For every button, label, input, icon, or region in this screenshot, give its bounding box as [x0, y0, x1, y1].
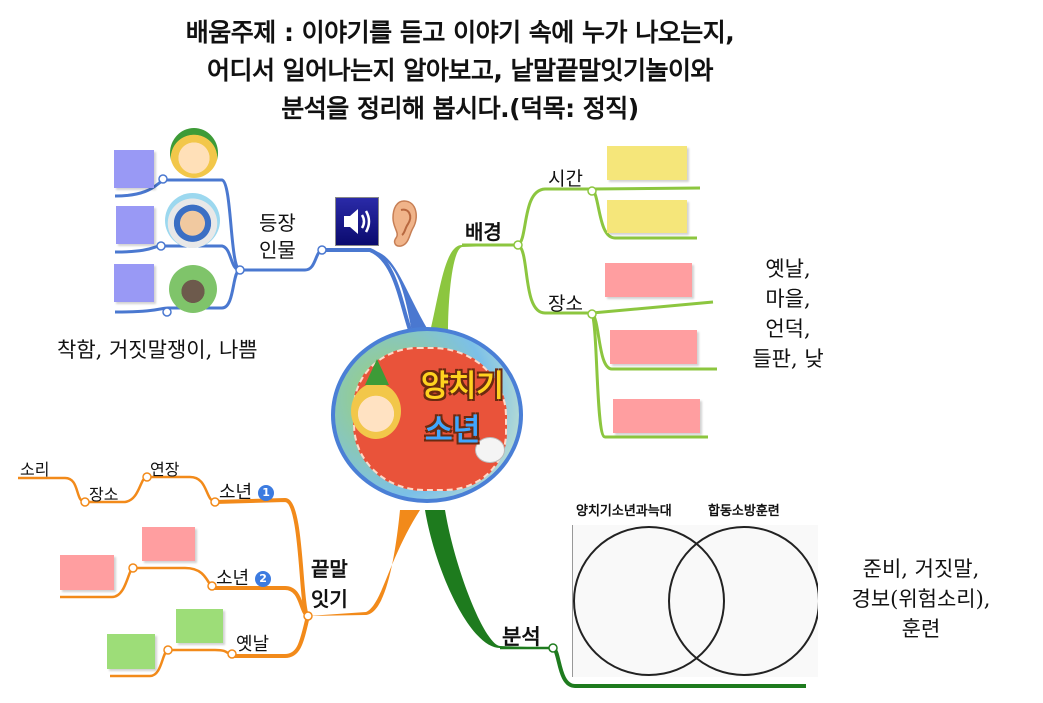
character-answer-box-3[interactable] [114, 264, 154, 302]
background-answer-2: 마을, [765, 287, 811, 311]
sheep-cartoon [475, 437, 505, 463]
chain-1-start-text: 소년 [219, 482, 253, 503]
character-answer-box-1[interactable] [114, 150, 154, 188]
venn-diagram-area [572, 525, 820, 677]
wordchain-label: 끝말 잇기 [311, 554, 348, 614]
shepherd-hat [365, 359, 389, 385]
background-answers: 옛날, 마을, 언덕, 들판, 낮 [748, 254, 828, 374]
number-badge-2: 2 [255, 571, 272, 587]
chain-2-answer-box-2[interactable] [60, 555, 114, 590]
character-answer-box-2[interactable] [116, 206, 154, 244]
chain-1-word-1: 연장 [150, 460, 180, 479]
time-answer-box-1[interactable] [607, 146, 687, 180]
center-topic-image: 양치기 소년 [331, 327, 523, 503]
venn-left-label: 양치기소년과늑대 [576, 504, 672, 519]
background-answer-3: 언덕, [765, 317, 811, 341]
chain-1-word-2: 장소 [89, 485, 119, 504]
chain-2-start-text: 소년 [216, 568, 250, 589]
title-line-3: 분석을 정리해 봅시다.(덕목: 정직) [281, 94, 639, 123]
chain-3-start-word: 옛날 [236, 634, 270, 655]
analysis-answer-3: 훈련 [901, 617, 941, 641]
time-label: 시간 [548, 168, 583, 190]
place-answer-box-3[interactable] [613, 399, 700, 433]
analysis-label: 분석 [502, 625, 541, 649]
chain-3-answer-box-1[interactable] [176, 609, 223, 643]
wolf-image [169, 265, 217, 313]
wordchain-label-line-1: 끝말 [311, 557, 348, 581]
analysis-answer-1: 준비, 거짓말, [862, 557, 980, 581]
chain-3-answer-box-2[interactable] [107, 634, 155, 669]
center-image-background: 양치기 소년 [335, 331, 519, 499]
characters-label-line-2: 인물 [259, 238, 296, 262]
chain-1-word-3: 소리 [20, 460, 50, 479]
number-badge-1: 1 [258, 485, 275, 501]
character-traits-text: 착함, 거짓말쟁이, 나쁨 [57, 338, 258, 362]
characters-label: 등장 인물 [259, 210, 296, 264]
characters-main-branch [322, 248, 412, 331]
background-answer-4: 들판, 낮 [752, 347, 824, 371]
place-label: 장소 [548, 293, 583, 315]
chain-2-answer-box-1[interactable] [142, 527, 195, 561]
ear-icon [387, 198, 421, 250]
venn-right-label: 합동소방훈련 [708, 504, 780, 519]
place-answer-box-2[interactable] [610, 330, 697, 364]
analysis-answer-2: 경보(위험소리), [851, 587, 991, 611]
villagers-image [165, 193, 220, 248]
lesson-title: 배움주제 : 이야기를 듣고 이야기 속에 누가 나오는지, 어디서 일어나는지… [150, 14, 770, 128]
background-label: 배경 [465, 220, 502, 244]
shepherd-boy-image [170, 128, 218, 178]
wordchain-label-line-2: 잇기 [311, 587, 348, 611]
venn-circles [573, 526, 820, 676]
title-line-2: 어디서 일어나는지 알아보고, 낱말끝말잇기놀이와 [206, 56, 714, 85]
speaker-icon[interactable] [335, 197, 379, 246]
background-answer-1: 옛날, [765, 257, 811, 281]
analysis-answers: 준비, 거짓말, 경보(위험소리), 훈련 [836, 554, 1006, 644]
place-answer-box-1[interactable] [605, 263, 692, 297]
center-title-line-1: 양치기 [421, 369, 504, 404]
chain-1-start-word: 소년 1 [219, 478, 275, 504]
characters-label-line-1: 등장 [259, 211, 296, 235]
title-line-1: 배움주제 : 이야기를 듣고 이야기 속에 누가 나오는지, [185, 18, 735, 47]
time-answer-box-2[interactable] [607, 200, 687, 233]
center-title-line-2: 소년 [425, 413, 481, 448]
chain-2-start-word: 소년 2 [216, 564, 272, 590]
shepherd-boy-cartoon [351, 383, 401, 439]
center-topic-title: 양치기 소년 [421, 365, 504, 453]
